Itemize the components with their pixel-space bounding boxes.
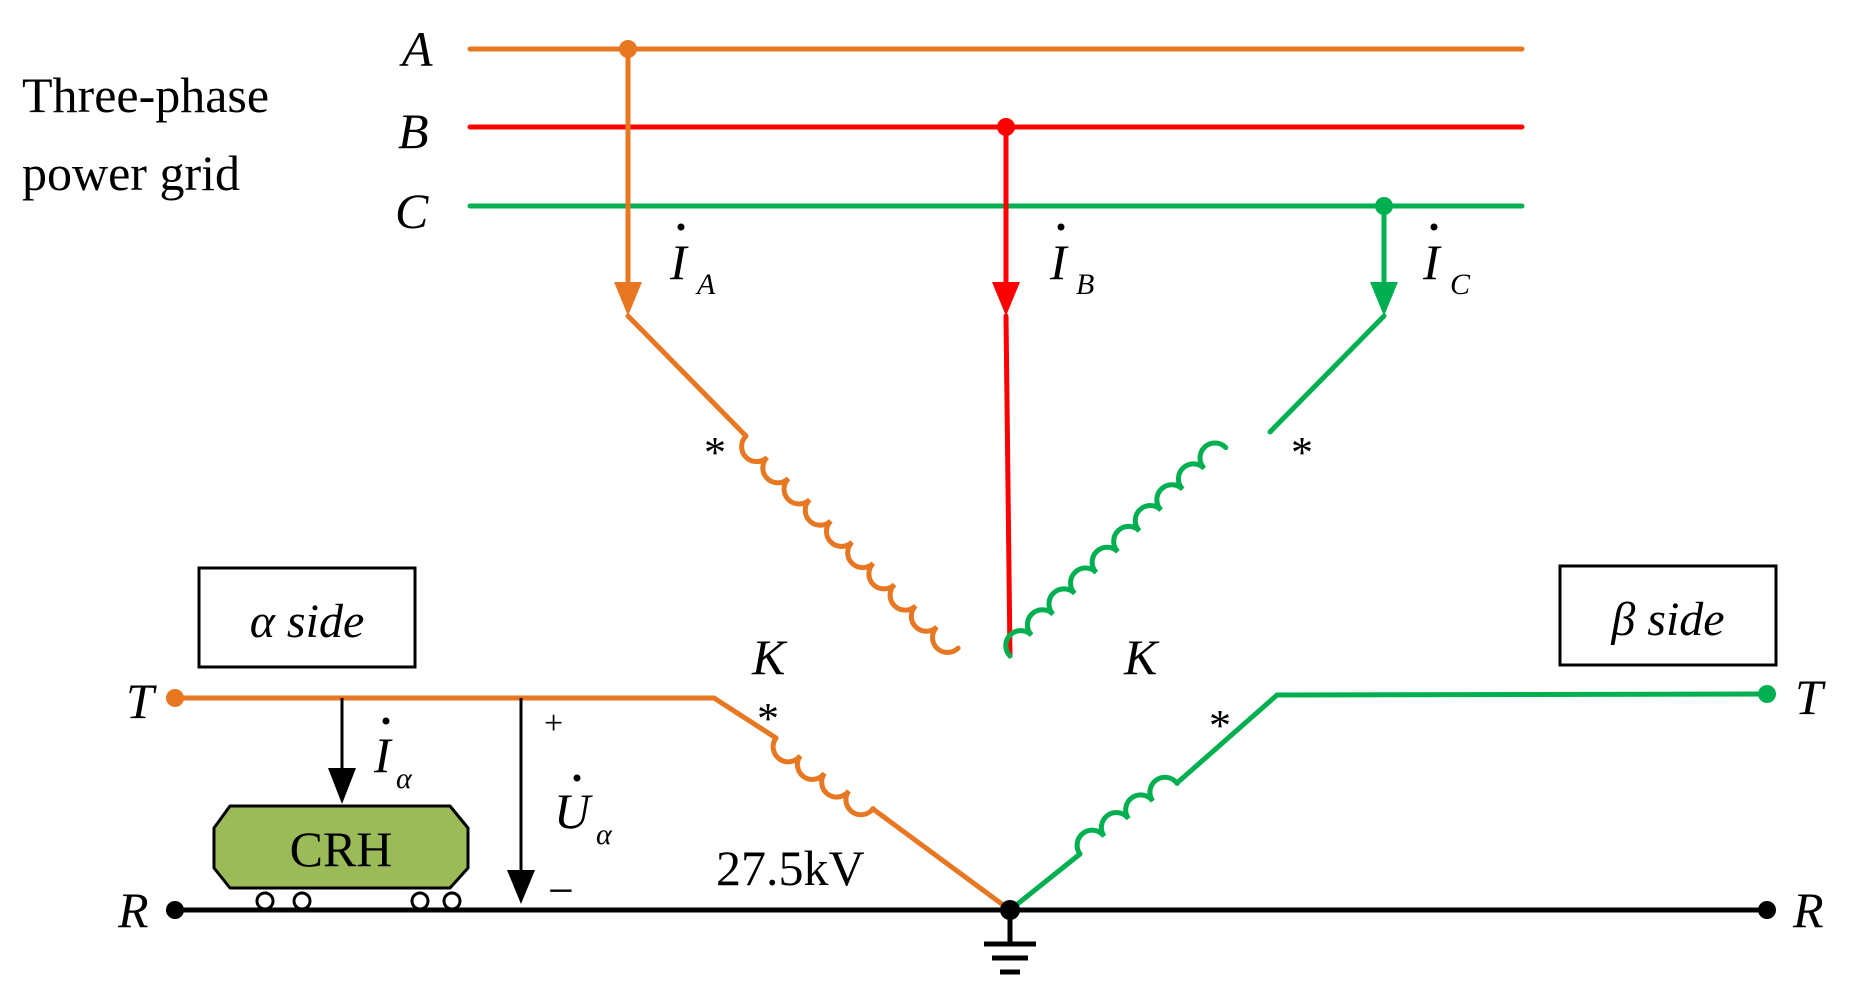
svg-text:U: U bbox=[554, 783, 593, 839]
alpha-current-arrow bbox=[328, 698, 356, 804]
alpha-side-box: α side bbox=[197, 566, 417, 669]
svg-text:I: I bbox=[669, 234, 689, 290]
beta-winding-from-ground bbox=[1007, 851, 1083, 913]
k-right-label: K bbox=[1123, 629, 1160, 685]
phase-a-tap bbox=[614, 40, 749, 439]
r-right-label: R bbox=[1792, 882, 1824, 938]
current-ialpha-label: I α bbox=[373, 717, 413, 795]
primary-winding-cb bbox=[1003, 440, 1229, 659]
svg-text:I: I bbox=[1049, 234, 1069, 290]
polarity-mark-secondary-a: * bbox=[757, 694, 779, 743]
current-ib-label: I B bbox=[1049, 223, 1094, 301]
beta-secondary-winding bbox=[1074, 774, 1180, 857]
t-right-terminal-dot bbox=[1758, 685, 1776, 703]
crh-train-icon: CRH bbox=[212, 804, 470, 911]
current-ic-label: I C bbox=[1422, 223, 1471, 301]
t-left-label: T bbox=[126, 673, 157, 729]
polarity-marks: * * * * bbox=[704, 428, 1313, 750]
k-left-label: K bbox=[751, 629, 788, 685]
phase-labels: A B C bbox=[395, 21, 433, 239]
svg-text:α: α bbox=[396, 762, 413, 795]
grid-title: Three-phase power grid bbox=[22, 67, 269, 201]
voltage-plus: + bbox=[544, 705, 563, 742]
alpha-winding-to-ground bbox=[870, 806, 1013, 913]
t-right-label: T bbox=[1795, 669, 1826, 725]
r-left-terminal-dot bbox=[166, 901, 184, 919]
beta-side-label: β side bbox=[1610, 593, 1724, 646]
primary-winding-ab bbox=[739, 433, 961, 656]
current-ia-label: I A bbox=[669, 223, 716, 301]
r-left-label: R bbox=[117, 882, 149, 938]
phase-bus-lines bbox=[467, 46, 1525, 209]
grid-title-line1: Three-phase bbox=[22, 67, 269, 123]
secondary-voltage-label: 27.5kV bbox=[716, 840, 865, 896]
svg-text:I: I bbox=[1422, 234, 1442, 290]
phase-b-tap bbox=[992, 118, 1020, 659]
alpha-feeder bbox=[166, 689, 779, 741]
svg-text:C: C bbox=[1450, 268, 1471, 301]
polarity-mark-primary-a: * bbox=[704, 428, 726, 477]
alpha-side-label: α side bbox=[250, 595, 365, 648]
phase-b-label: B bbox=[398, 103, 429, 159]
alpha-secondary-winding bbox=[770, 735, 876, 818]
voltage-ualpha-label: U α + − bbox=[544, 705, 613, 916]
alpha-voltage-arrow bbox=[507, 698, 535, 904]
phase-a-current-arrow bbox=[614, 282, 642, 316]
train-label: CRH bbox=[290, 821, 393, 877]
beta-feeder bbox=[1174, 685, 1776, 786]
voltage-minus: − bbox=[548, 865, 574, 916]
rail-line bbox=[166, 900, 1776, 920]
turns-ratio-labels: K K bbox=[751, 629, 1160, 685]
phase-c-current-arrow bbox=[1370, 282, 1398, 316]
phase-c-label: C bbox=[395, 183, 429, 239]
r-right-terminal-dot bbox=[1758, 901, 1776, 919]
phase-a-label: A bbox=[399, 21, 433, 77]
polarity-mark-primary-c: * bbox=[1291, 428, 1313, 477]
grid-title-line2: power grid bbox=[22, 145, 240, 201]
train-wheels-icon bbox=[255, 891, 462, 911]
polarity-mark-secondary-b: * bbox=[1209, 701, 1231, 750]
svg-text:B: B bbox=[1076, 268, 1094, 301]
svg-text:α: α bbox=[596, 818, 613, 851]
ground-symbol-icon bbox=[984, 910, 1036, 975]
svg-text:I: I bbox=[373, 727, 393, 783]
beta-side-box: β side bbox=[1558, 564, 1778, 667]
phase-c-tap bbox=[1267, 197, 1398, 435]
svg-text:A: A bbox=[695, 268, 716, 301]
phase-b-current-arrow bbox=[992, 282, 1020, 316]
terminal-labels: T T R R bbox=[117, 669, 1826, 938]
